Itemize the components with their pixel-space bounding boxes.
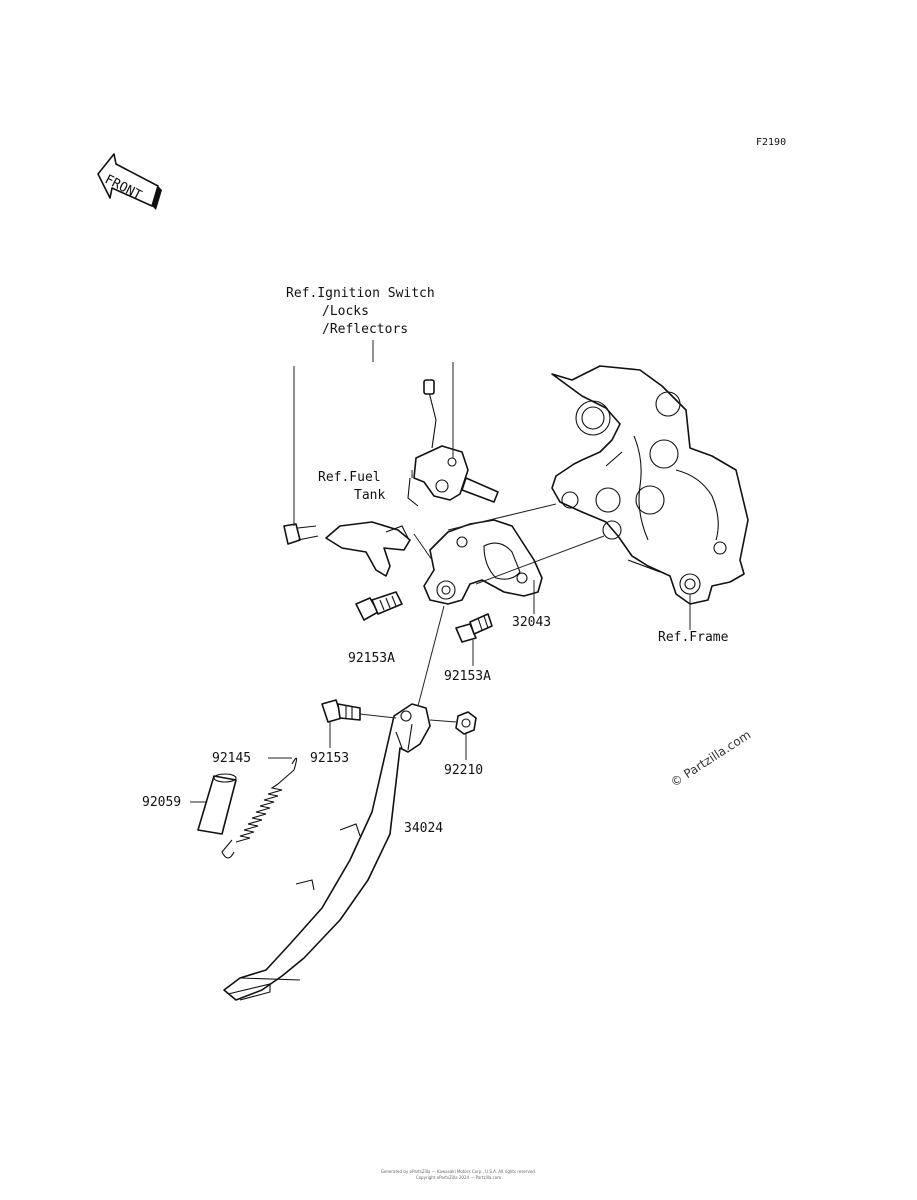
bolt-92153 xyxy=(321,699,361,723)
bracket-32043 xyxy=(423,519,543,605)
upper-bracket xyxy=(407,379,499,507)
frame-assembly xyxy=(551,365,749,605)
label-92059: 92059 xyxy=(142,795,181,810)
label-92153: 92153 xyxy=(310,751,349,766)
label-92153a-right: 92153A xyxy=(444,669,491,684)
label-ref-ignition-1: Ref.Ignition Switch xyxy=(286,286,435,301)
footer-line-2: Copyright ePartsZilla 2024 — Partzilla.c… xyxy=(415,1175,502,1180)
label-ref-ignition-2: /Locks xyxy=(322,304,369,319)
figure-code: F2190 xyxy=(756,137,787,148)
label-92210: 92210 xyxy=(444,763,483,778)
label-92153a-left: 92153A xyxy=(348,651,395,666)
nut-92210 xyxy=(455,711,477,735)
bolt-top-left xyxy=(283,523,319,545)
spring-92145 xyxy=(221,757,298,859)
leader-lines xyxy=(190,340,691,803)
fuel-tank-bracket xyxy=(325,521,411,577)
label-ref-ignition-3: /Reflectors xyxy=(322,322,408,337)
label-ref-fuel-1: Ref.Fuel xyxy=(318,470,381,485)
front-arrow-icon: FRONT xyxy=(97,153,162,210)
sleeve-92059 xyxy=(197,773,237,835)
bolt-92153a-left xyxy=(355,591,403,621)
label-32043: 32043 xyxy=(512,615,551,630)
label-92145: 92145 xyxy=(212,751,251,766)
side-stand-34024 xyxy=(223,703,431,1001)
label-34024: 34024 xyxy=(404,821,443,836)
label-ref-frame: Ref.Frame xyxy=(658,630,729,645)
label-ref-fuel-2: Tank xyxy=(354,488,385,503)
bolt-92153a-right xyxy=(455,613,493,643)
footer-line-1: Generated by ePartsZilla — Kawasaki Moto… xyxy=(380,1169,537,1174)
